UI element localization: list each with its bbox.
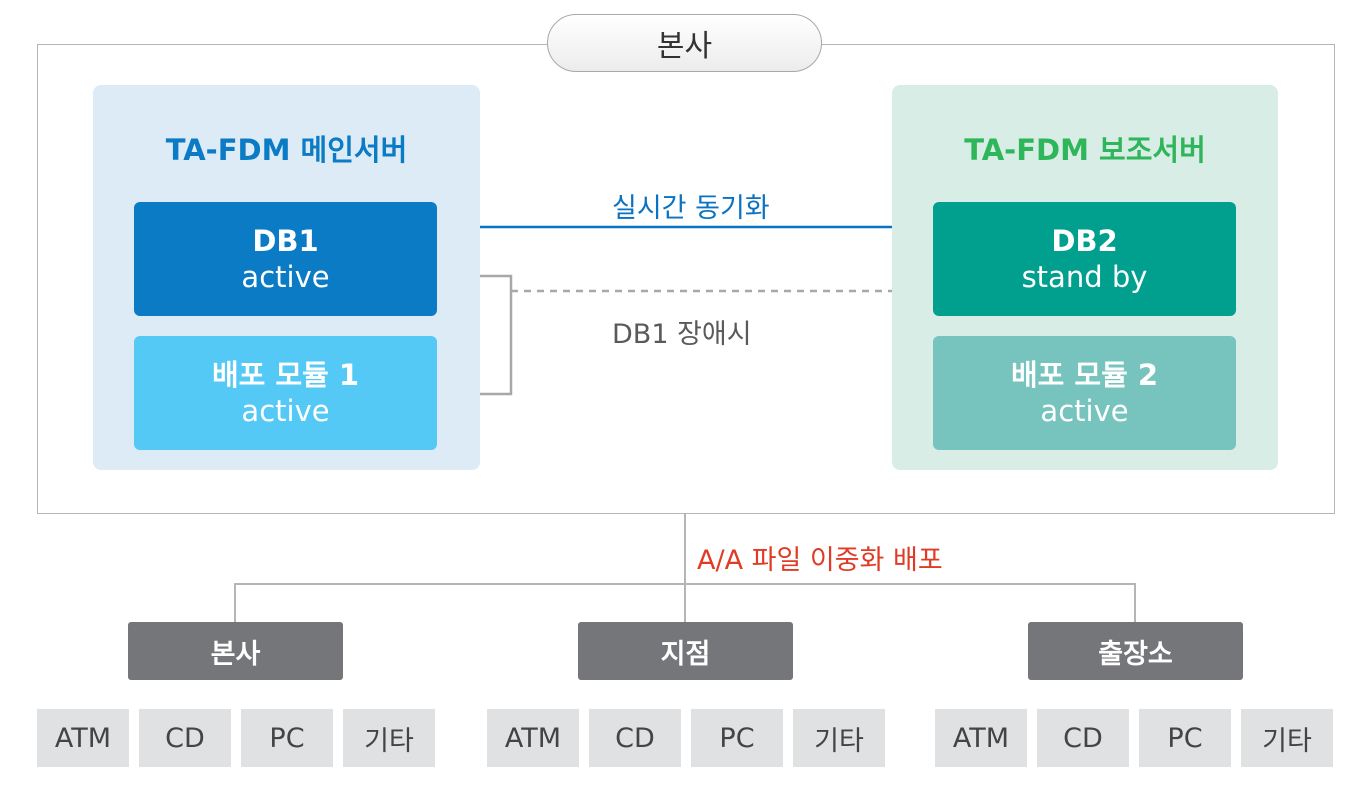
db1-box: DB1 active	[134, 202, 437, 316]
device-atm: ATM	[935, 709, 1027, 767]
module1-box: 배포 모듈 1 active	[134, 336, 437, 450]
device-pc: PC	[1139, 709, 1231, 767]
failover-label: DB1 장애시	[612, 319, 752, 350]
module2-box: 배포 모듈 2 active	[933, 336, 1236, 450]
device-pc: PC	[241, 709, 333, 767]
sync-label: 실시간 동기화	[612, 193, 770, 224]
distribution-label: A/A 파일 이중화 배포	[697, 545, 943, 576]
db2-status: stand by	[1021, 260, 1148, 294]
db2-name: DB2	[1051, 223, 1118, 258]
device-cd: CD	[139, 709, 231, 767]
device-cd: CD	[589, 709, 681, 767]
module1-status: active	[241, 394, 330, 428]
module2-name: 배포 모듈 2	[1010, 357, 1159, 392]
db2-box: DB2 stand by	[933, 202, 1236, 316]
db1-name: DB1	[252, 223, 319, 258]
device-other: 기타	[343, 709, 435, 767]
site-headquarters: 본사	[128, 622, 343, 680]
db1-status: active	[241, 260, 330, 294]
main-server-title: TA-FDM 메인서버	[165, 133, 408, 167]
device-other: 기타	[793, 709, 885, 767]
device-atm: ATM	[487, 709, 579, 767]
site-branch: 지점	[578, 622, 793, 680]
site-office: 출장소	[1028, 622, 1243, 680]
module1-name: 배포 모듈 1	[211, 357, 360, 392]
device-atm: ATM	[37, 709, 129, 767]
device-cd: CD	[1037, 709, 1129, 767]
headquarters-label: 본사	[547, 14, 822, 72]
device-pc: PC	[691, 709, 783, 767]
device-other: 기타	[1241, 709, 1333, 767]
module2-status: active	[1040, 394, 1129, 428]
distribution-branch	[234, 583, 1136, 622]
sub-server-title: TA-FDM 보조서버	[964, 133, 1206, 167]
